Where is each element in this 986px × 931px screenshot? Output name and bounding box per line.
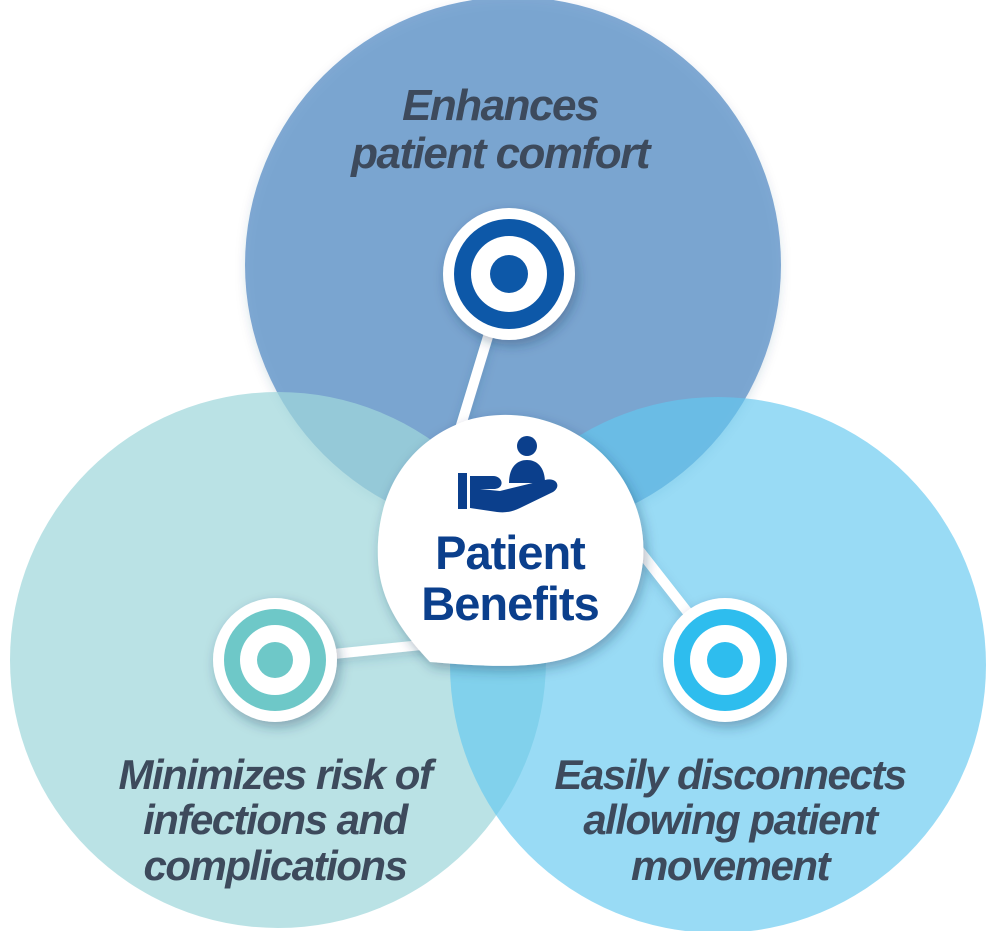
node-infection [213,598,337,722]
benefit-label-movement: Easily disconnects allowing patient move… [520,752,940,888]
benefit-label-line: Minimizes risk of [118,751,433,798]
benefit-label-line: allowing patient [583,796,878,844]
benefit-label-line: Enhances [402,81,599,130]
patient-care-hand-icon [458,436,558,513]
benefit-label-line: movement [630,841,831,889]
benefit-label-infection: Minimizes risk of infections and complic… [85,752,465,888]
center-title: Patient Benefits [390,526,630,630]
node-movement [663,598,787,722]
benefit-label-line: complications [143,841,408,889]
benefit-label-comfort: Enhances patient comfort [300,82,700,177]
benefit-label-line: Easily disconnects [554,751,907,798]
center-title-line: Patient [435,526,586,579]
center-title-line: Benefits [421,576,599,630]
node-comfort [443,208,575,340]
benefit-label-line: infections and [143,796,408,844]
benefit-label-line: patient comfort [351,128,650,178]
center-bubble [377,414,644,666]
